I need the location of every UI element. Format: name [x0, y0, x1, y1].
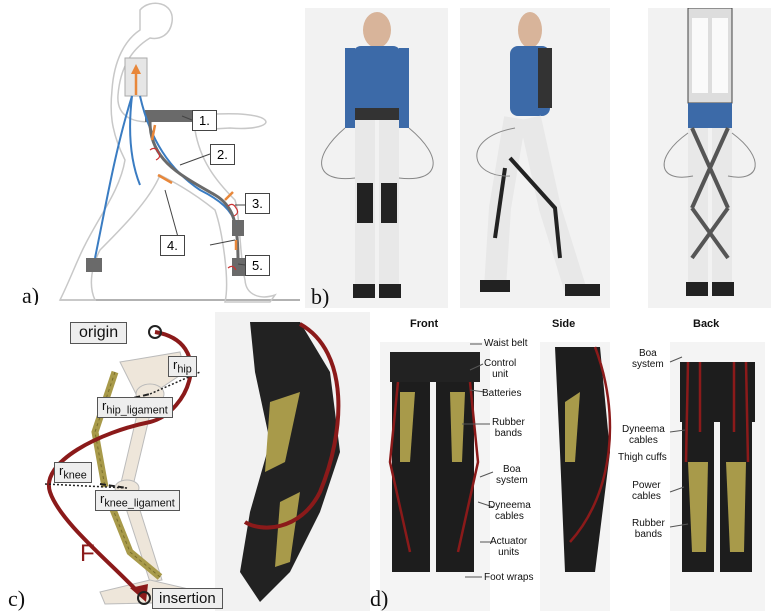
label-rubber-bands-1: Rubber	[492, 417, 525, 428]
r-hip-label: rhip	[168, 356, 197, 377]
callout-4: 4.	[160, 235, 185, 256]
label-batteries: Batteries	[482, 388, 521, 399]
label-dyneema-cables-2: cables	[488, 511, 531, 522]
header-back: Back	[693, 318, 719, 330]
r-hip-ligament-label: rhip_ligament	[97, 397, 173, 418]
label-rubber-bands-2: bands	[492, 428, 525, 439]
label-power-cables: Power cables	[632, 480, 661, 502]
label-actuator-units-1: Actuator	[490, 536, 527, 547]
exosuit-photos	[370, 312, 771, 611]
callout-3: 3.	[245, 193, 270, 214]
r-knee-ligament-label: rknee_ligament	[95, 490, 180, 511]
label-back-dyneema: Dyneema cables	[622, 424, 665, 446]
label-boa-system-1: Boa	[496, 464, 528, 475]
label-control-unit: Control unit	[484, 358, 516, 380]
photo-front	[305, 8, 448, 308]
label-back-boa-1: Boa	[632, 348, 664, 359]
r-hip-ligament-sub: hip_ligament	[106, 405, 167, 417]
force-label: F	[80, 540, 95, 568]
callout-5: 5.	[245, 255, 270, 276]
label-control-unit-1: Control	[484, 358, 516, 369]
insertion-label: insertion	[152, 588, 223, 609]
label-back-boa-2: system	[632, 359, 664, 370]
label-boa-system: Boa system	[496, 464, 528, 486]
origin-label: origin	[70, 322, 127, 344]
label-control-unit-2: unit	[484, 369, 516, 380]
label-foot-wraps: Foot wraps	[484, 572, 533, 583]
label-back-rubber: Rubber bands	[632, 518, 665, 540]
label-back-rubber-1: Rubber	[632, 518, 665, 529]
label-actuator-units-2: units	[490, 547, 527, 558]
label-power-cables-1: Power	[632, 480, 661, 491]
panel-d-letter: d)	[370, 586, 388, 611]
label-back-dyneema-1: Dyneema	[622, 424, 665, 435]
panel-b-letter: b)	[311, 284, 329, 308]
panel-d: Front Side Back Waist belt Control unit …	[370, 312, 771, 611]
label-power-cables-2: cables	[632, 491, 661, 502]
label-dyneema-cables-1: Dyneema	[488, 500, 531, 511]
photo-back	[648, 8, 771, 308]
label-actuator-units: Actuator units	[490, 536, 527, 558]
panel-c: origin rhip rhip_ligament rknee rknee_li…	[0, 312, 370, 611]
label-back-rubber-2: bands	[632, 529, 665, 540]
r-knee-ligament-sub: knee_ligament	[104, 498, 174, 510]
panel-a: 1. 2. 3. 4. 5. a)	[0, 0, 300, 305]
label-rubber-bands: Rubber bands	[492, 417, 525, 439]
panel-b: b)	[305, 8, 771, 308]
label-waist-belt: Waist belt	[484, 338, 528, 349]
label-dyneema-cables: Dyneema cables	[488, 500, 531, 522]
header-side: Side	[552, 318, 575, 330]
r-knee-sub: knee	[63, 470, 86, 482]
r-hip-sub: hip	[177, 364, 191, 376]
callout-2: 2.	[210, 144, 235, 165]
label-back-dyneema-2: cables	[622, 435, 665, 446]
r-knee-label: rknee	[54, 462, 92, 483]
label-thigh-cuffs: Thigh cuffs	[618, 452, 667, 463]
label-back-boa: Boa system	[632, 348, 664, 370]
panel-c-letter: c)	[8, 586, 25, 611]
panel-a-letter: a)	[22, 283, 39, 305]
label-boa-system-2: system	[496, 475, 528, 486]
callout-1: 1.	[192, 110, 217, 131]
photo-side	[460, 8, 610, 308]
header-front: Front	[410, 318, 438, 330]
